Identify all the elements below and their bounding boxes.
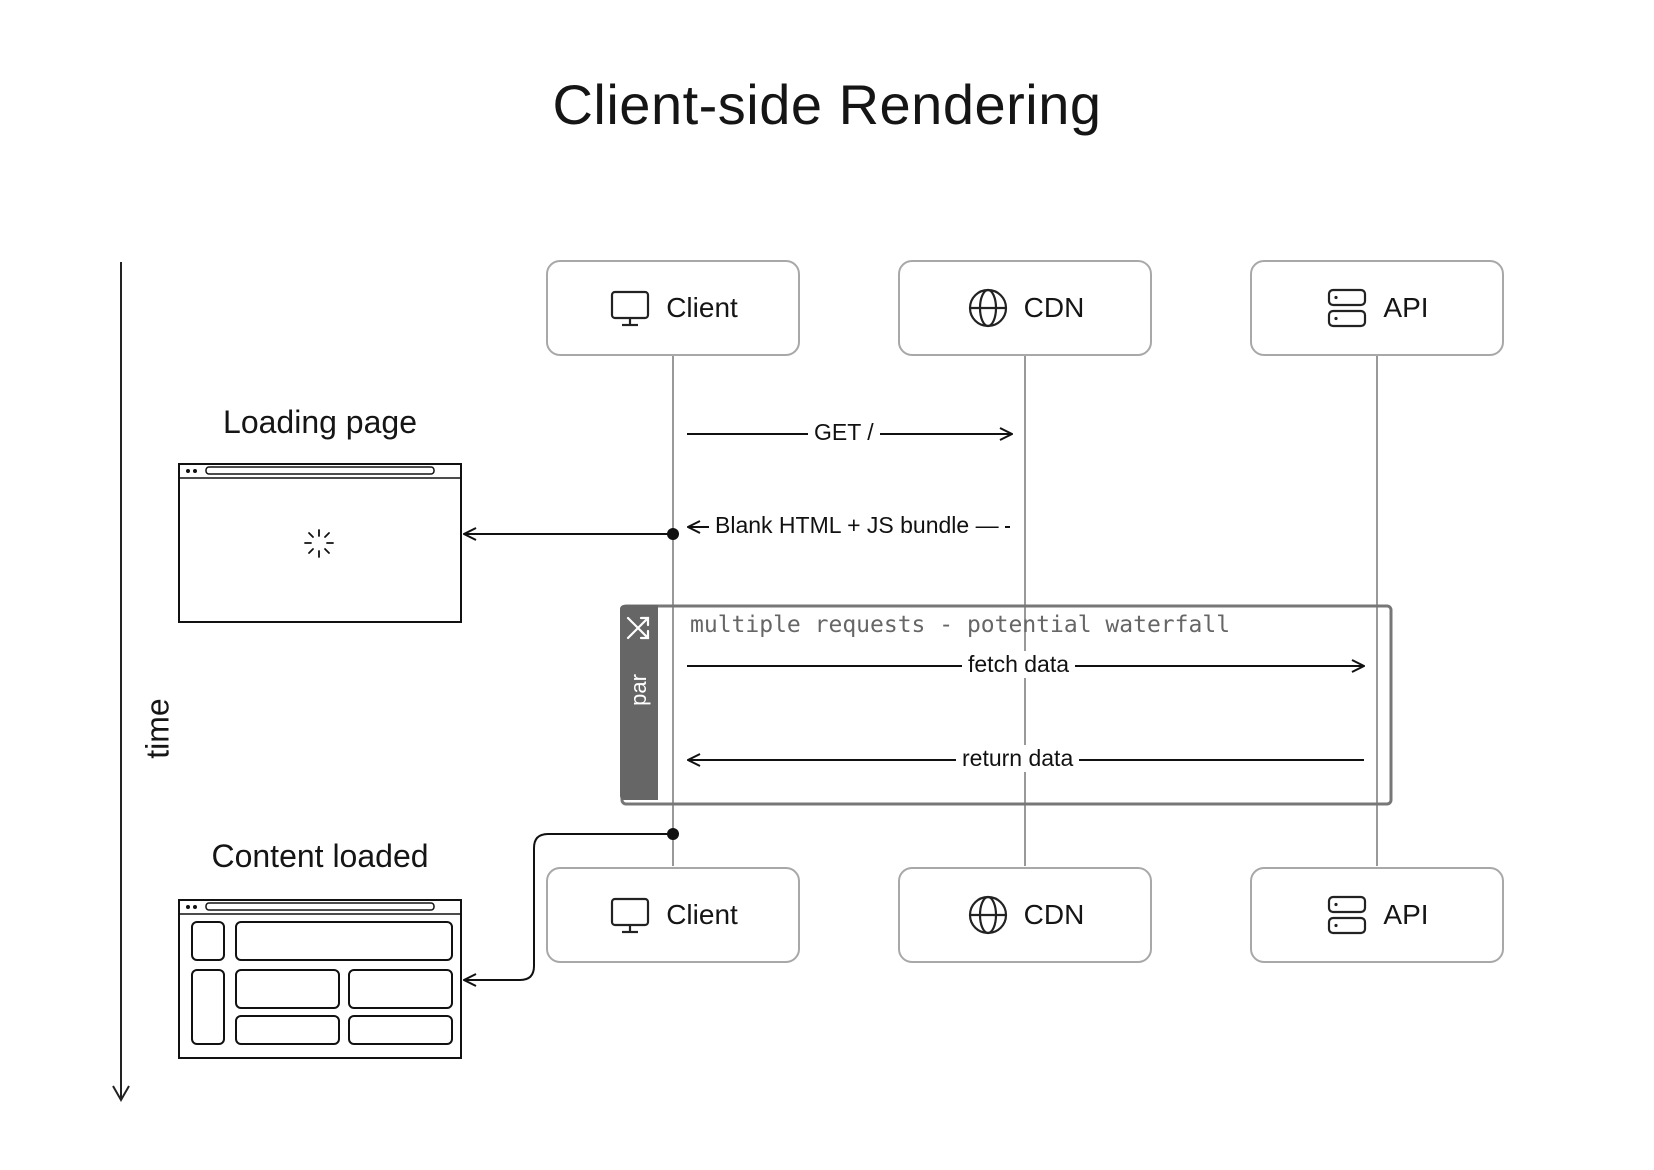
- server-icon: [1328, 895, 1367, 935]
- globe-icon: [968, 895, 1007, 935]
- loading-page-window: [178, 463, 462, 623]
- diagram-title: Client-side Rendering: [552, 73, 1102, 136]
- client-activation-dot-1: [667, 528, 679, 540]
- actor-label: Client: [666, 292, 738, 323]
- monitor-icon: [611, 897, 650, 934]
- content-loaded-label: Content loaded: [211, 838, 429, 874]
- time-axis-label: time: [139, 697, 176, 759]
- time-axis: [112, 262, 130, 1103]
- client-activation-dot-2: [667, 828, 679, 840]
- get-message-label: GET /: [808, 419, 880, 446]
- actor-client-top[interactable]: Client: [546, 260, 800, 356]
- globe-icon: [968, 288, 1007, 328]
- par-block-title: multiple requests - potential waterfall: [690, 612, 1231, 638]
- spinner-icon: [304, 529, 334, 558]
- actor-api-bottom[interactable]: API: [1250, 867, 1504, 963]
- return-data-message-label: return data: [956, 745, 1080, 772]
- blank-html-message-text: Blank HTML + JS bundle: [715, 512, 970, 538]
- lifelines: [672, 356, 1378, 866]
- actor-label: CDN: [1023, 292, 1085, 323]
- actor-cdn-bottom[interactable]: CDN: [898, 867, 1152, 963]
- blank-html-message-label: Blank HTML + JS bundle —: [709, 512, 1005, 539]
- loading-page-label: Loading page: [223, 404, 417, 440]
- fetch-data-message-label: fetch data: [962, 651, 1076, 678]
- actor-api-top[interactable]: API: [1250, 260, 1504, 356]
- actor-client-bottom[interactable]: Client: [546, 867, 800, 963]
- server-icon: [1328, 288, 1367, 328]
- render-content-arrow: [464, 833, 668, 980]
- actor-label: Client: [666, 899, 738, 930]
- actor-label: CDN: [1023, 899, 1085, 930]
- actor-label: API: [1383, 899, 1429, 930]
- monitor-icon: [611, 290, 650, 327]
- actor-cdn-top[interactable]: CDN: [898, 260, 1152, 356]
- par-tag-label: par: [625, 674, 651, 706]
- content-loaded-window: [178, 899, 462, 1059]
- actor-label: API: [1383, 292, 1429, 323]
